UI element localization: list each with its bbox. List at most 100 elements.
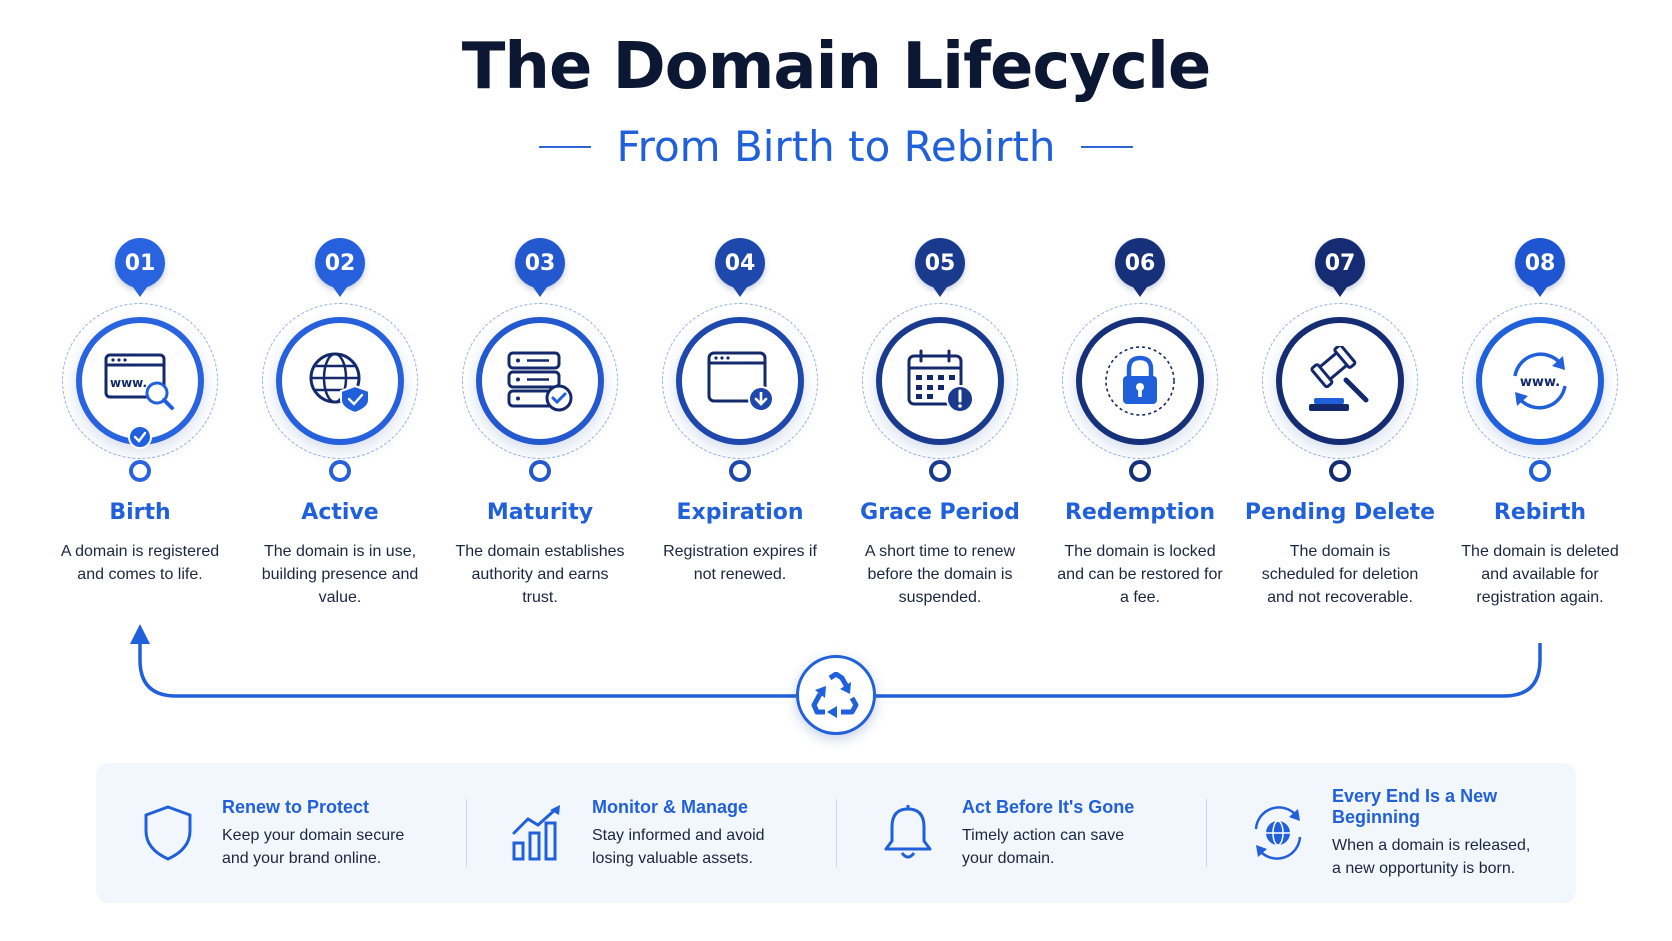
- timeline-node: [529, 460, 551, 482]
- globe-cycle-icon: [1254, 806, 1302, 860]
- step-name: Active: [301, 500, 379, 525]
- step-halo: [262, 303, 418, 459]
- shield-icon: [144, 805, 192, 861]
- step-number-badge: 07: [1315, 238, 1365, 297]
- subtitle-row: From Birth to Rebirth: [0, 122, 1672, 171]
- timeline-node: [929, 460, 951, 482]
- gavel-icon: [1309, 346, 1369, 411]
- step-number-badge: 03: [515, 238, 565, 297]
- step-icon-circle: www.: [76, 317, 204, 445]
- return-arrow-head: [130, 624, 150, 644]
- page-subtitle: From Birth to Rebirth: [616, 122, 1056, 171]
- tip-title: Every End Is a New Beginning: [1332, 786, 1498, 827]
- step-number-badge: 08: [1515, 238, 1565, 297]
- step-halo: [62, 303, 218, 459]
- step-number-badge: 01: [115, 238, 165, 297]
- step-number-badge: 06: [1115, 238, 1165, 297]
- step-pending-delete: 07 Pending Delete The domain is schedule…: [1240, 0, 1440, 740]
- step-halo: [862, 303, 1018, 459]
- step-description: The domain is in use, building presence …: [261, 543, 419, 606]
- step-icon-circle: [876, 317, 1004, 445]
- return-arrow-right-segment: [876, 643, 1542, 698]
- step-active: 02 Active The domain is in use, building…: [240, 0, 440, 740]
- step-description: The domain is locked and can be restored…: [1057, 543, 1223, 606]
- step-name: Redemption: [1064, 500, 1216, 525]
- recycle-icon: [796, 655, 876, 735]
- step-name: Birth: [109, 500, 171, 525]
- tip-text-line-1: Timely action can save: [962, 826, 1125, 844]
- step-description: The domain is deleted and available for …: [1461, 543, 1619, 606]
- www-refresh-icon: www.: [1513, 352, 1567, 410]
- tip-act: Act Before It's Gone Timely action can s…: [836, 763, 1206, 903]
- step-icon-circle: [276, 317, 404, 445]
- subtitle-rule-right: [1081, 145, 1134, 148]
- step-number-badge: 02: [315, 238, 365, 297]
- step-halo: [1462, 303, 1618, 459]
- tips-panel: Renew to Protect Keep your domain secure…: [96, 763, 1576, 903]
- step-name: Expiration: [676, 500, 804, 525]
- globe-shield-icon: [309, 352, 370, 414]
- check-icon: [128, 425, 152, 449]
- tip-title: Renew to Protect: [222, 796, 370, 817]
- svg-text:www.: www.: [1520, 375, 1560, 390]
- step-halo: [462, 303, 618, 459]
- timeline-node: [1129, 460, 1151, 482]
- step-description: A short time to renew before the domain …: [864, 543, 1016, 606]
- lifecycle-connectors: [130, 469, 1542, 698]
- tip-title: Monitor & Manage: [592, 796, 748, 817]
- step-name: Pending Delete: [1244, 500, 1436, 525]
- timeline-node: [1329, 460, 1351, 482]
- step-description: The domain establishes authority and ear…: [455, 543, 625, 606]
- timeline-node: [1529, 460, 1551, 482]
- step-name: Grace Period: [860, 500, 1020, 525]
- tip-content: Every End Is a New Beginning When a doma…: [1332, 786, 1576, 880]
- step-grace-period: 05 Grace Period A short time to: [840, 0, 1040, 740]
- step-halo: [662, 303, 818, 459]
- tip-monitor: Monitor & Manage Stay informed and avoid…: [466, 763, 836, 903]
- timeline-node: [329, 460, 351, 482]
- step-number-badge: 04: [715, 238, 765, 297]
- lifecycle-diagram: 01 www. Birth A domain is registered and…: [40, 0, 1640, 740]
- step-halo: [1062, 303, 1218, 459]
- timeline-node: [729, 460, 751, 482]
- step-redemption: 06 Redemption The domain is locked and c…: [1040, 0, 1240, 740]
- calendar-alert-icon: [907, 349, 974, 413]
- step-icon-circle: [1276, 317, 1404, 445]
- www-search-icon: www.: [104, 353, 174, 410]
- return-arrow-left-segment: [138, 640, 796, 698]
- tip-new-beginning: Every End Is a New Beginning When a doma…: [1206, 763, 1576, 903]
- step-halo: [1262, 303, 1418, 459]
- step-icon-circle: [476, 317, 604, 445]
- tip-renew: Renew to Protect Keep your domain secure…: [96, 763, 466, 903]
- step-description: The domain is scheduled for deletion and…: [1261, 543, 1419, 606]
- server-check-icon: [507, 351, 573, 412]
- step-description: Registration expires if not renewed.: [663, 543, 817, 583]
- step-maturity: 03 Maturity The domain establishes autho…: [440, 0, 640, 740]
- step-icon-circle: [676, 317, 804, 445]
- step-expiration: 04 Expiration Registration expires if no…: [640, 0, 840, 740]
- step-icon-circle: [1076, 317, 1204, 445]
- tip-content: Act Before It's Gone Timely action can s…: [962, 797, 1134, 870]
- tip-content: Monitor & Manage Stay informed and avoid…: [592, 797, 765, 870]
- tip-text-line-1: When a domain is released,: [1332, 837, 1531, 854]
- tip-text-line-2: and your brand online.: [222, 849, 382, 867]
- bar-chart-icon: [512, 805, 560, 861]
- tip-text-line-1: Stay informed and avoid: [592, 826, 765, 844]
- browser-download-icon: [707, 351, 774, 412]
- page-title: The Domain Lifecycle: [461, 30, 1212, 104]
- tip-text-line-2: your domain.: [962, 849, 1055, 867]
- step-name: Maturity: [486, 500, 594, 525]
- svg-text:www.: www.: [110, 376, 147, 390]
- step-icon-circle: www.: [1476, 317, 1604, 445]
- timeline-node: [129, 460, 151, 482]
- subtitle-rule-left: [538, 145, 591, 148]
- step-rebirth: 08 www. Rebirth The domain is deleted an…: [1440, 0, 1640, 740]
- tip-text-line-2: losing valuable assets.: [592, 849, 753, 867]
- tip-content: Renew to Protect Keep your domain secure…: [222, 797, 404, 870]
- tip-title: Act Before It's Gone: [962, 796, 1135, 817]
- step-description: A domain is registered and comes to life…: [60, 543, 220, 583]
- step-birth: 01 www. Birth A domain is registered and…: [40, 0, 240, 740]
- step-name: Rebirth: [1493, 500, 1587, 525]
- tip-text-line-2: a new opportunity is born.: [1332, 860, 1516, 877]
